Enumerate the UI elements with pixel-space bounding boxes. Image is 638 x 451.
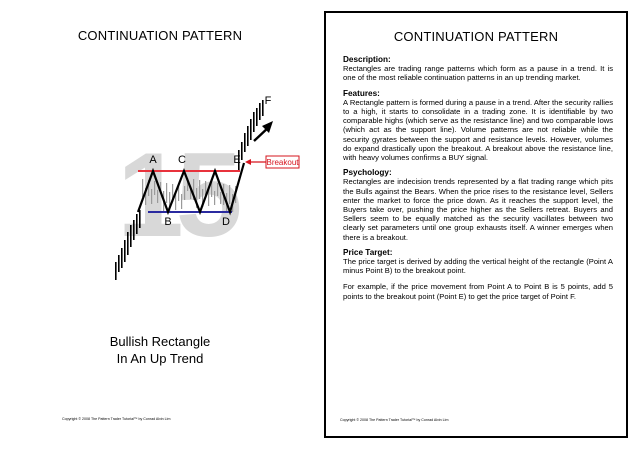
rectangle-pattern-chart: 15 Breakout A C E B D F bbox=[115, 95, 300, 280]
price-bar bbox=[148, 180, 150, 196]
point-d-label: D bbox=[222, 216, 230, 228]
price-bar bbox=[241, 142, 243, 160]
left-panel: CONTINUATION PATTERN 15 Breakout A C E B… bbox=[60, 28, 300, 421]
price-bar bbox=[118, 255, 120, 272]
price-bar bbox=[190, 187, 192, 199]
price-bar bbox=[184, 186, 186, 200]
section-heading: Description: bbox=[343, 55, 391, 64]
section-heading: Features: bbox=[343, 88, 380, 98]
price-bar bbox=[127, 232, 129, 255]
section-paragraph: The price target is derived by adding th… bbox=[343, 257, 613, 276]
section-paragraph: A Rectangle pattern is formed during a p… bbox=[343, 97, 613, 163]
target-arrow-head bbox=[262, 121, 273, 133]
price-bar bbox=[187, 178, 189, 191]
zigzag-pattern bbox=[136, 162, 246, 216]
point-a-label: A bbox=[149, 154, 157, 166]
section-heading: Psychology: bbox=[343, 168, 392, 178]
price-bar bbox=[256, 108, 258, 126]
price-bar bbox=[133, 220, 135, 240]
price-bar bbox=[247, 126, 249, 146]
price-bar bbox=[142, 179, 144, 197]
right-panel: CONTINUATION PATTERN Description:Rectang… bbox=[324, 11, 628, 438]
price-bar bbox=[124, 240, 126, 262]
price-bar bbox=[205, 181, 207, 198]
price-bar bbox=[202, 189, 204, 207]
left-title: CONTINUATION PATTERN bbox=[77, 28, 243, 43]
price-bar bbox=[208, 190, 210, 206]
left-copyright: Copyright © 2008 The Pattern Trader Tuto… bbox=[62, 417, 171, 421]
price-bar bbox=[229, 185, 231, 204]
section-paragraph: For example, if the price movement from … bbox=[343, 282, 613, 301]
breakout-label: Breakout bbox=[266, 158, 299, 167]
price-bar bbox=[151, 189, 153, 204]
pattern-caption: Bullish Rectangle In An Up Trend bbox=[60, 333, 260, 367]
price-bar bbox=[181, 194, 183, 209]
price-bar bbox=[214, 191, 216, 205]
price-bar bbox=[154, 181, 156, 195]
price-bar bbox=[115, 262, 117, 280]
price-bar bbox=[139, 210, 141, 228]
price-bar bbox=[262, 100, 264, 116]
watermark-number: 15 bbox=[117, 128, 240, 262]
price-bar bbox=[217, 183, 219, 196]
price-bar bbox=[220, 192, 222, 204]
price-bar bbox=[160, 182, 162, 194]
section-paragraph: Rectangles are trading range patterns wh… bbox=[343, 64, 613, 83]
price-bar bbox=[196, 188, 198, 208]
price-bar bbox=[172, 184, 174, 202]
right-title: CONTINUATION PATTERN bbox=[393, 29, 559, 44]
price-bar bbox=[259, 103, 261, 120]
caption-line-1: Bullish Rectangle bbox=[109, 334, 211, 349]
description-text: Description:Rectangles are trading range… bbox=[343, 55, 613, 301]
section-paragraph: Rectangles are indecision trends represe… bbox=[343, 177, 613, 242]
point-c-label: C bbox=[178, 154, 186, 166]
breakout-arrow-head bbox=[245, 159, 251, 165]
price-bar bbox=[157, 190, 159, 203]
price-bar bbox=[178, 185, 180, 201]
price-bar bbox=[250, 119, 252, 140]
price-bar bbox=[130, 225, 132, 247]
right-copyright: Copyright © 2008 The Pattern Trader Tuto… bbox=[340, 418, 449, 422]
point-f-label: F bbox=[265, 95, 272, 107]
price-bar bbox=[193, 179, 195, 200]
price-bar bbox=[238, 150, 240, 172]
price-bar bbox=[166, 183, 168, 203]
price-bar bbox=[253, 112, 255, 132]
price-bar bbox=[175, 193, 177, 210]
point-b-label: B bbox=[164, 216, 171, 228]
price-bar bbox=[169, 192, 171, 211]
price-bar bbox=[199, 180, 201, 199]
price-bar bbox=[244, 133, 246, 152]
price-bar bbox=[211, 182, 213, 197]
point-e-label: E bbox=[233, 154, 240, 166]
breakout-box bbox=[265, 155, 300, 169]
price-bar bbox=[145, 188, 147, 205]
price-bar bbox=[136, 214, 138, 234]
caption-line-2: In An Up Trend bbox=[116, 351, 204, 366]
section-heading: Price Target: bbox=[343, 247, 393, 257]
price-bar bbox=[121, 248, 123, 268]
